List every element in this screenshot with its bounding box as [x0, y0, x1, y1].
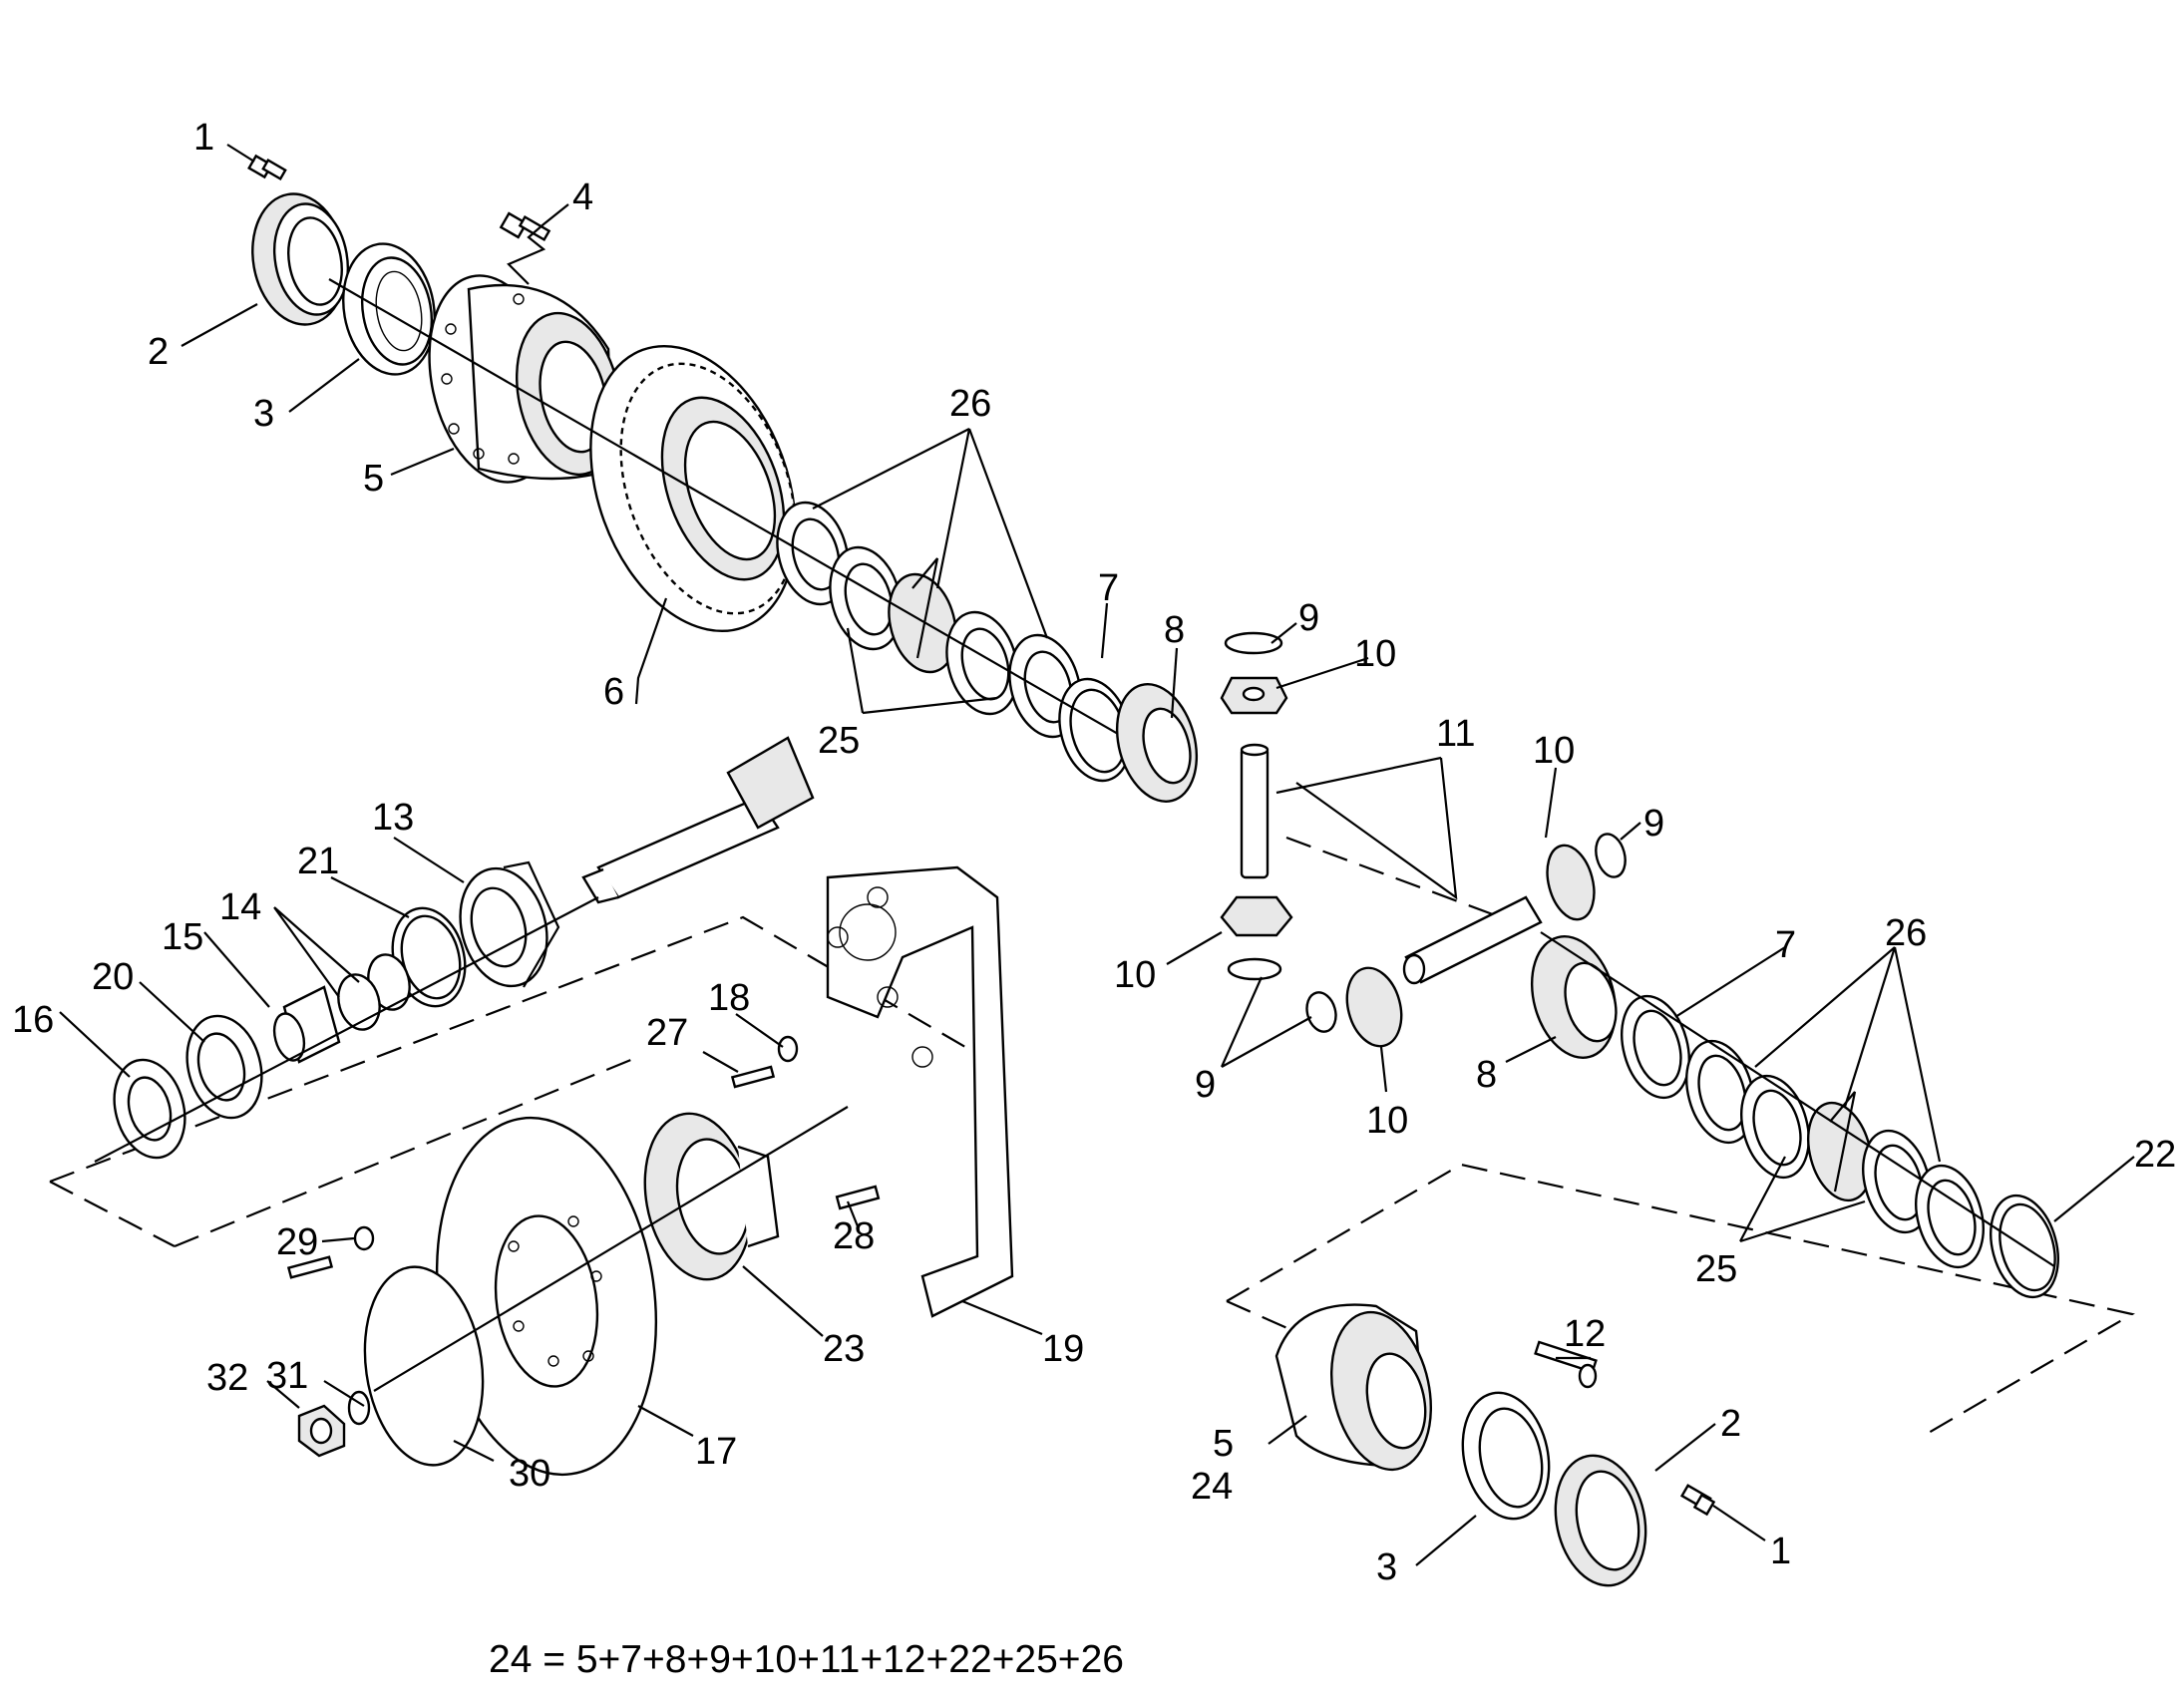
callout-25-bottom: 25 — [1695, 1248, 1737, 1290]
callout-27: 27 — [646, 1012, 688, 1054]
callout-6: 6 — [603, 671, 624, 713]
callout-3-bottom: 3 — [1376, 1546, 1397, 1588]
callout-20: 20 — [92, 956, 134, 998]
callout-30: 30 — [509, 1453, 550, 1495]
rings-14 — [337, 953, 411, 1031]
callout-5-bottom: 5 — [1213, 1423, 1234, 1465]
callout-26-top: 26 — [949, 383, 991, 425]
callout-21: 21 — [297, 841, 339, 882]
callout-1-top: 1 — [193, 117, 214, 159]
assembly-boundary-left — [49, 915, 983, 1248]
axis-line-pinion — [94, 896, 599, 1163]
pinion-gear-10-lower-left — [1220, 895, 1293, 981]
pinion-gear-10-upper — [1220, 631, 1288, 715]
flange-23 — [643, 1112, 780, 1281]
bolt-27 — [730, 1065, 776, 1089]
callout-23: 23 — [823, 1328, 865, 1370]
bearing-20 — [185, 1014, 263, 1120]
callout-labels: 1 2 3 4 5 6 26 25 7 8 9 10 11 10 9 10 9 … — [12, 117, 2176, 1588]
nut-32 — [297, 1404, 346, 1458]
bearing-3-top — [342, 242, 436, 376]
callout-10-right: 10 — [1533, 730, 1575, 772]
callout-9-bottom: 9 — [1195, 1064, 1216, 1106]
washer-18 — [777, 1035, 799, 1063]
callout-26-bottom: 26 — [1885, 912, 1927, 954]
callout-10-top: 10 — [1354, 633, 1396, 675]
callout-5-top: 5 — [363, 458, 384, 500]
bolt-1-bottom — [1679, 1484, 1716, 1517]
callout-13: 13 — [372, 797, 414, 839]
bolt-28 — [835, 1185, 881, 1210]
callout-11: 11 — [1436, 713, 1475, 755]
callout-25-top: 25 — [818, 720, 860, 762]
bearing-13 — [459, 860, 560, 988]
pinion-shaft-6 — [581, 736, 815, 904]
callout-1-bottom: 1 — [1770, 1531, 1791, 1572]
pinion-gear-10-bottom — [1305, 966, 1403, 1048]
differential-housing-5-top — [428, 274, 621, 484]
seal-16 — [113, 1058, 186, 1160]
callout-8-top: 8 — [1164, 609, 1185, 651]
callout-31: 31 — [266, 1355, 308, 1397]
callout-10-left: 10 — [1114, 954, 1156, 996]
assembly-formula: 24 = 5+7+8+9+10+11+12+22+25+26 — [489, 1638, 1124, 1681]
differential-housing-5-bottom — [1274, 1303, 1433, 1472]
callout-12: 12 — [1564, 1313, 1606, 1355]
callout-15: 15 — [162, 916, 203, 958]
axis-line-upper — [328, 278, 1178, 769]
callout-9-top: 9 — [1298, 597, 1319, 639]
callout-4: 4 — [572, 176, 593, 218]
washer-29 — [353, 1225, 375, 1251]
bolt-1-top — [247, 154, 287, 180]
callout-28: 28 — [833, 1215, 875, 1257]
bolt-4 — [499, 211, 551, 241]
callout-16: 16 — [12, 999, 54, 1041]
axis-line-lower — [1540, 931, 2055, 1267]
bracket-19 — [826, 865, 1014, 1318]
callout-9-right: 9 — [1643, 803, 1664, 845]
callout-22: 22 — [2134, 1134, 2176, 1176]
callout-14: 14 — [219, 886, 261, 928]
brake-disc-17 — [435, 1116, 658, 1477]
adjusting-nut-2-top — [251, 192, 349, 326]
washer-stack-upper — [776, 501, 1132, 783]
callout-32: 32 — [206, 1357, 248, 1399]
spacer-15 — [272, 985, 341, 1064]
callout-3-top: 3 — [253, 393, 274, 435]
side-gear-8-upper — [1115, 683, 1199, 803]
differential-axis-line — [1285, 836, 1542, 934]
circlip-31 — [347, 1390, 371, 1426]
o-ring-30 — [363, 1265, 485, 1467]
bolt-29 — [286, 1255, 334, 1279]
callout-2-top: 2 — [148, 331, 169, 373]
callout-7-top: 7 — [1098, 567, 1119, 609]
callout-7-bottom: 7 — [1775, 924, 1796, 966]
callout-19: 19 — [1042, 1328, 1084, 1370]
leader-lines — [59, 144, 2135, 1566]
callout-17: 17 — [695, 1431, 737, 1473]
washer-stack-lower — [1621, 994, 2059, 1299]
axis-line-flange — [373, 1106, 849, 1392]
pinion-gear-10-right — [1546, 833, 1627, 921]
callout-10-bottom: 10 — [1366, 1100, 1408, 1142]
bearing-3-bottom — [1461, 1391, 1551, 1521]
callout-8-bottom: 8 — [1476, 1054, 1497, 1096]
cross-shaft-11-horizontal — [1402, 895, 1543, 985]
callout-29: 29 — [276, 1221, 318, 1263]
adjusting-nut-2-bottom — [1554, 1454, 1647, 1587]
cross-shaft-11-vertical — [1240, 743, 1270, 879]
callout-18: 18 — [708, 977, 750, 1019]
callout-2-bottom: 2 — [1720, 1403, 1741, 1445]
callout-24: 24 — [1191, 1466, 1233, 1508]
